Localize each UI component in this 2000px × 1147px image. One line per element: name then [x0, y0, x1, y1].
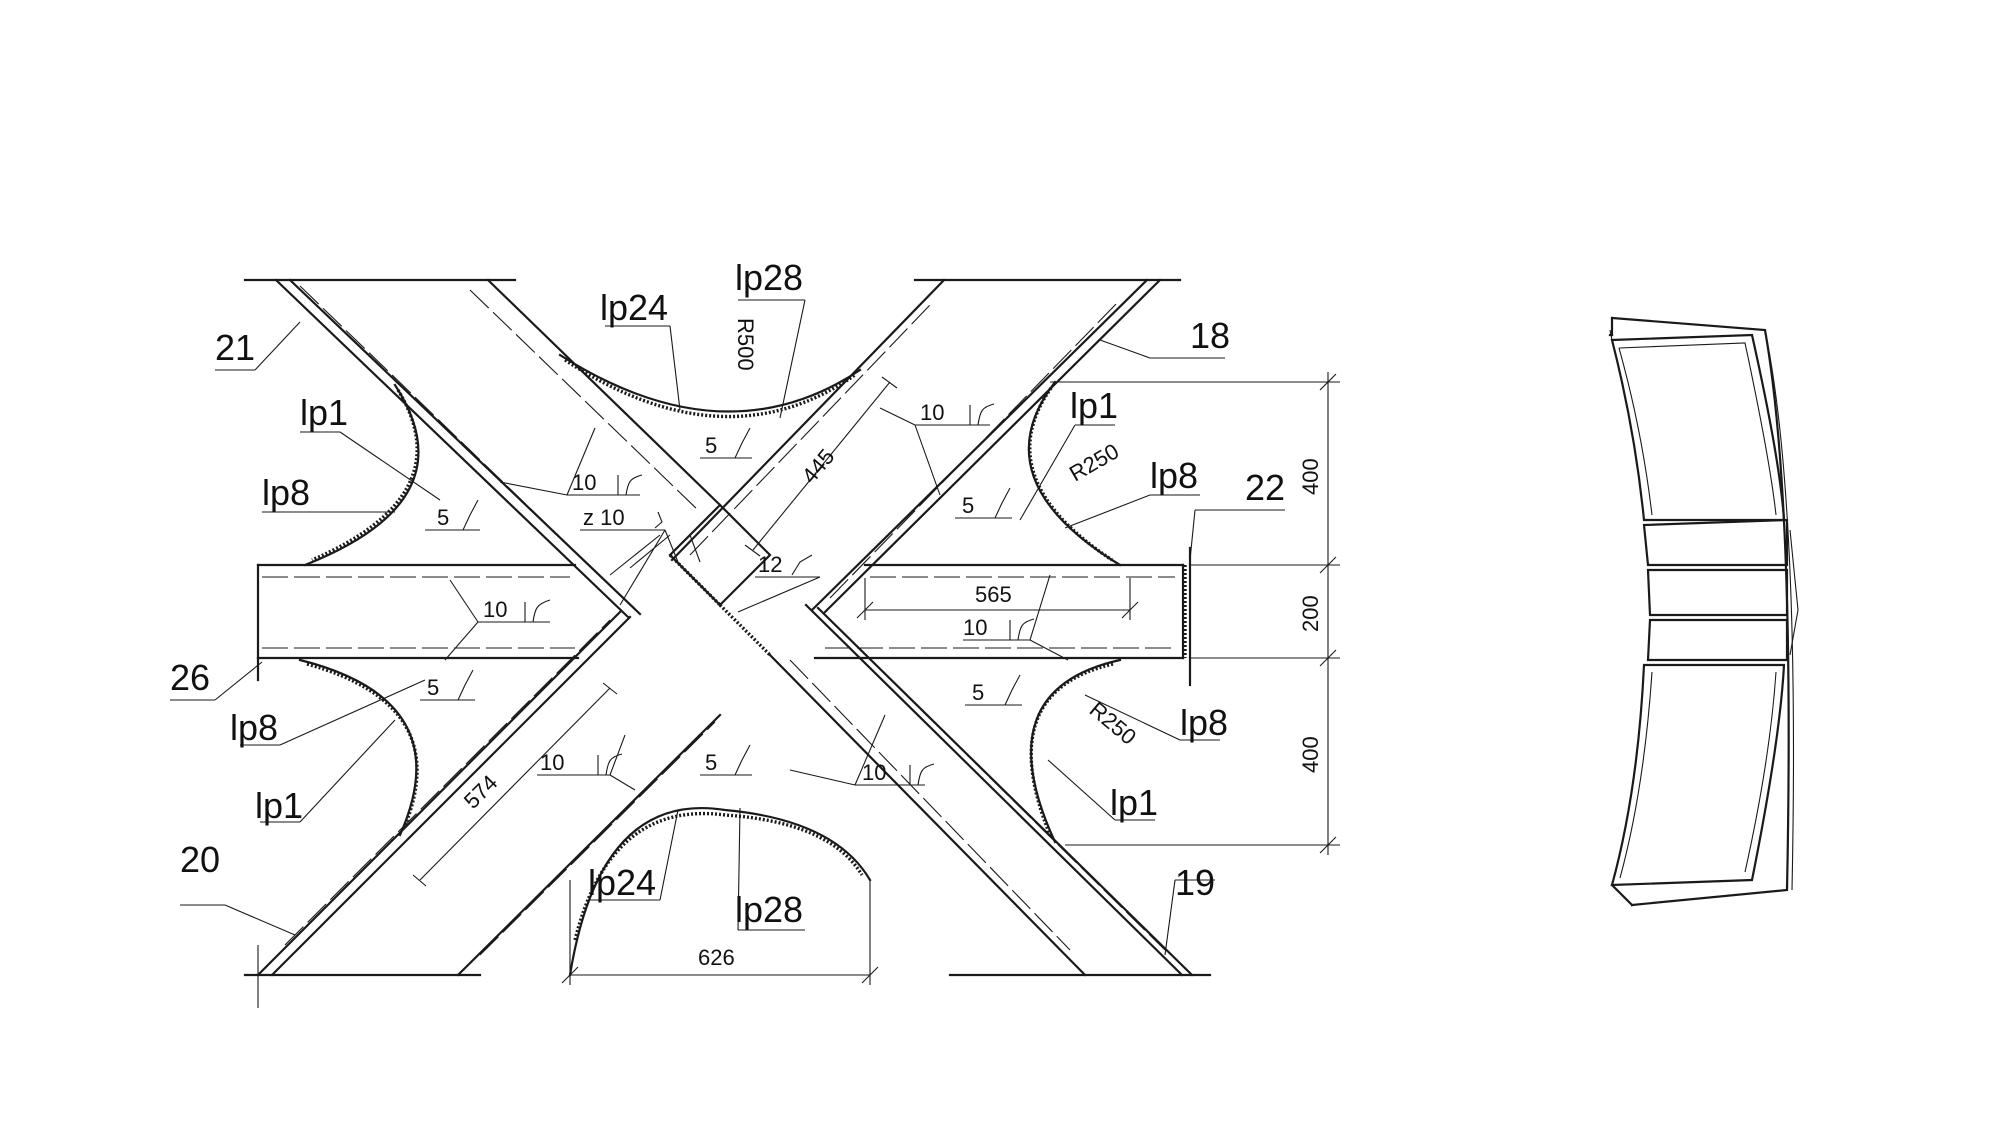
weld-5-right-top: 5 — [962, 493, 974, 518]
dim-565: 565 — [975, 582, 1012, 607]
main-node-view: 21 18 22 26 20 19 lp28 lp24 lp1 lp8 lp8 … — [170, 257, 1340, 1008]
label-lp8-right-bottom: lp8 — [1180, 702, 1228, 743]
diagonal-member-20-18 — [256, 278, 1162, 977]
rib-arcs — [298, 353, 1122, 977]
diagonal-member-21-19 — [274, 278, 1194, 977]
dim-574: 574 — [459, 770, 503, 814]
dim-626: 626 — [698, 945, 735, 970]
label-lp1-right-top: lp1 — [1070, 385, 1118, 426]
weld-5-left-bottom: 5 — [427, 675, 439, 700]
weld-10-bottom-right: 10 — [862, 760, 886, 785]
weld-12: 12 — [758, 552, 782, 577]
label-lp8-right-top: lp8 — [1150, 455, 1198, 496]
horizontal-member-26-22 — [256, 546, 1192, 687]
weld-10-bottom-left: 10 — [540, 750, 564, 775]
weld-z10: z 10 — [583, 505, 625, 530]
weld-10-top-right: 10 — [920, 400, 944, 425]
label-lp1-left-bottom: lp1 — [255, 785, 303, 826]
weld-5-left-top: 5 — [437, 505, 449, 530]
side-view — [1608, 316, 1799, 907]
label-lp28-bottom: lp28 — [735, 889, 803, 930]
label-lp28-top: lp28 — [735, 257, 803, 298]
label-mark-20: 20 — [180, 839, 220, 880]
leader-lines — [170, 299, 1285, 956]
dim-200: 200 — [1298, 595, 1323, 632]
label-mark-22: 22 — [1245, 467, 1285, 508]
weld-callouts — [420, 403, 1069, 791]
weld-10-horizontal-right: 10 — [963, 615, 987, 640]
weld-5-bottom-center: 5 — [705, 750, 717, 775]
dim-400-bottom: 400 — [1298, 736, 1323, 773]
label-mark-19: 19 — [1175, 862, 1215, 903]
mark-labels: 21 18 22 26 20 19 lp28 lp24 lp1 lp8 lp8 … — [170, 257, 1285, 930]
label-lp8-left-top: lp8 — [262, 472, 310, 513]
label-mark-18: 18 — [1190, 315, 1230, 356]
label-mark-26: 26 — [170, 657, 210, 698]
label-lp8-left-bottom: lp8 — [230, 707, 278, 748]
label-lp1-right-bottom: lp1 — [1110, 782, 1158, 823]
dim-r500: R500 — [733, 318, 758, 371]
label-lp1-left-top: lp1 — [300, 392, 348, 433]
weld-labels: 10 5 10 z 10 5 5 12 10 10 5 5 10 5 10 — [427, 400, 987, 785]
label-mark-21: 21 — [215, 327, 255, 368]
weld-10-top-left: 10 — [572, 470, 596, 495]
dim-445: 445 — [797, 444, 840, 488]
dimension-lines — [257, 372, 1340, 1008]
dim-400-top: 400 — [1298, 458, 1323, 495]
weld-10-horizontal-left: 10 — [483, 597, 507, 622]
weld-5-top-center: 5 — [705, 433, 717, 458]
dim-r250-top: R250 — [1065, 438, 1123, 486]
dim-r250-bottom: R250 — [1085, 697, 1141, 750]
weld-5-right-bottom: 5 — [972, 680, 984, 705]
label-lp24-bottom: lp24 — [588, 862, 656, 903]
center-plate — [668, 503, 772, 657]
flange-lines — [243, 278, 1212, 977]
label-lp24-top: lp24 — [600, 287, 668, 328]
